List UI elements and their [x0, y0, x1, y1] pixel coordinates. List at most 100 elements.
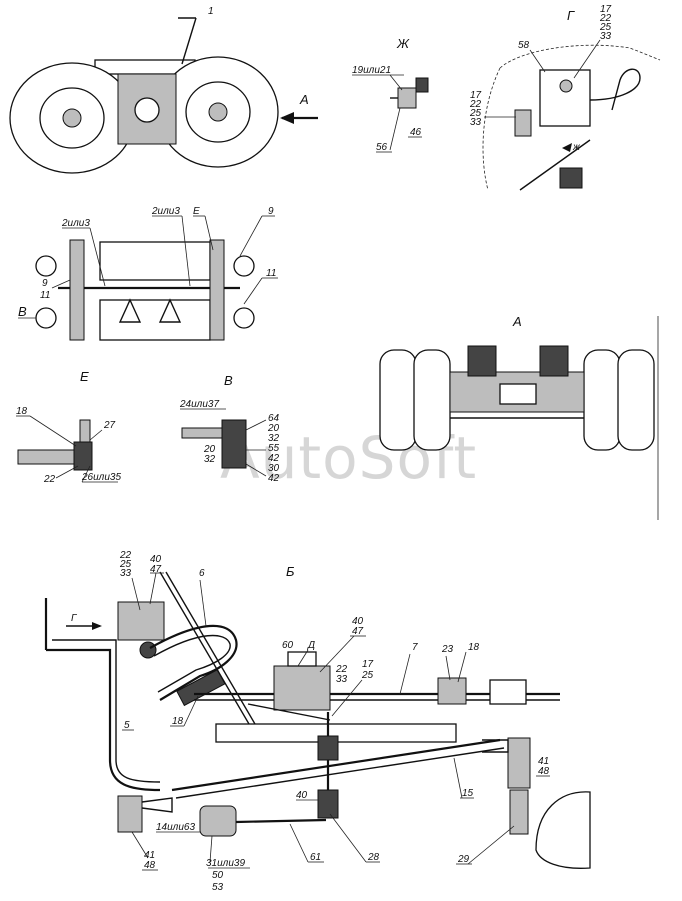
svg-text:14или63: 14или63 [156, 822, 195, 833]
v-block [221, 419, 247, 469]
view-b-assembly: Б Г 22 25 33 [44, 550, 591, 893]
svg-text:32: 32 [268, 433, 280, 444]
svg-text:18: 18 [172, 716, 184, 727]
svg-text:17: 17 [362, 659, 374, 670]
plan-frame-upper [99, 241, 211, 281]
a-wheel-3 [583, 349, 621, 451]
svg-text:15: 15 [462, 788, 474, 799]
svg-text:40: 40 [150, 554, 162, 565]
svg-text:31или39: 31или39 [206, 858, 245, 869]
label-zh: Ж [396, 36, 410, 51]
svg-text:28: 28 [367, 852, 380, 863]
label-A: A [299, 92, 309, 107]
svg-text:22: 22 [119, 550, 132, 561]
svg-text:9: 9 [268, 206, 274, 217]
label-56: 56 [376, 142, 388, 153]
detail-v: В 24или37 20 32 64 20 32 55 42 30 42 [179, 373, 280, 484]
chassis-plan-view: 2или3 2или3 Е 9 11 9 11 В [18, 206, 278, 341]
svg-text:53: 53 [212, 882, 224, 893]
svg-text:55: 55 [268, 443, 280, 454]
valve-body [397, 87, 417, 109]
svg-text:22: 22 [335, 664, 348, 675]
plan-wheel-ll [35, 307, 57, 329]
a-wheel-1 [379, 349, 417, 451]
svg-text:17: 17 [600, 4, 612, 15]
svg-text:32: 32 [204, 454, 216, 465]
svg-text:20: 20 [267, 423, 280, 434]
plan-wheel-lr [233, 307, 255, 329]
svg-text:6: 6 [199, 568, 205, 579]
view-a-rear: А [379, 314, 659, 520]
detail-zh: Ж 19или21 46 56 [352, 36, 429, 153]
svg-text:В: В [224, 373, 233, 388]
svg-text:7: 7 [412, 642, 418, 653]
left-wheel-center [62, 108, 82, 128]
svg-text:61: 61 [310, 852, 321, 863]
label-46: 46 [410, 127, 422, 138]
svg-text:40: 40 [352, 616, 364, 627]
pipe-6 [149, 624, 238, 701]
svg-text:25: 25 [599, 22, 612, 33]
svg-text:25: 25 [361, 670, 374, 681]
pipe-5 [46, 648, 161, 792]
svg-text:5: 5 [124, 720, 130, 731]
svg-text:22: 22 [43, 474, 56, 485]
rod [519, 139, 591, 191]
svg-text:47: 47 [352, 626, 364, 637]
fitting-17 [514, 109, 532, 137]
right-wheel-center [208, 102, 228, 122]
arrow-head-A [280, 112, 294, 124]
svg-text:48: 48 [538, 766, 550, 777]
svg-text:64: 64 [268, 413, 280, 424]
svg-text:48: 48 [144, 860, 156, 871]
e-hose [17, 449, 75, 465]
svg-text:ж: ж [572, 142, 581, 153]
detail-e: Е 18 27 22 26или35 [16, 369, 121, 485]
svg-text:33: 33 [600, 31, 612, 42]
svg-text:Е: Е [80, 369, 89, 384]
leader-1b [181, 17, 197, 65]
b-regulator [273, 665, 331, 711]
detail-g: Г 17 22 25 33 58 17 22 25 33 ж [469, 4, 661, 191]
valve-fitting [415, 77, 429, 93]
svg-text:60: 60 [282, 640, 294, 651]
mount-41 [117, 795, 143, 833]
svg-text:25: 25 [119, 559, 132, 570]
label-1: 1 [208, 6, 214, 17]
a-wheel-4 [617, 349, 655, 451]
svg-text:33: 33 [120, 568, 132, 579]
svg-text:Д: Д [307, 640, 315, 651]
label-g: Г [567, 8, 575, 23]
svg-text:33: 33 [336, 674, 348, 685]
svg-text:В: В [18, 304, 27, 319]
plan-wheel-ul [35, 255, 57, 277]
arm-15 [171, 738, 501, 792]
svg-text:23: 23 [441, 644, 454, 655]
svg-text:26или35: 26или35 [81, 472, 121, 483]
plan-frame-lower [99, 299, 211, 341]
svg-text:2или3: 2или3 [61, 218, 90, 229]
differential [134, 97, 160, 123]
wheel-arc [535, 791, 591, 869]
damper-31 [199, 805, 237, 837]
svg-text:11: 11 [266, 268, 276, 279]
svg-text:А: А [512, 314, 522, 329]
label-58: 58 [518, 40, 530, 51]
svg-text:47: 47 [150, 564, 162, 575]
svg-text:50: 50 [212, 870, 224, 881]
svg-text:22: 22 [469, 99, 482, 110]
rod-61 [235, 818, 327, 824]
plan-wheel-ur [233, 255, 255, 277]
svg-text:17: 17 [470, 90, 482, 101]
svg-text:22: 22 [599, 13, 612, 24]
pipe-loop [589, 68, 641, 111]
svg-text:40: 40 [296, 790, 308, 801]
svg-text:27: 27 [103, 420, 116, 431]
frame-outline [499, 44, 661, 69]
a-wheel-2 [413, 349, 451, 451]
svg-text:18: 18 [16, 406, 28, 417]
svg-text:33: 33 [470, 117, 482, 128]
label-19or21: 19или21 [352, 65, 391, 76]
